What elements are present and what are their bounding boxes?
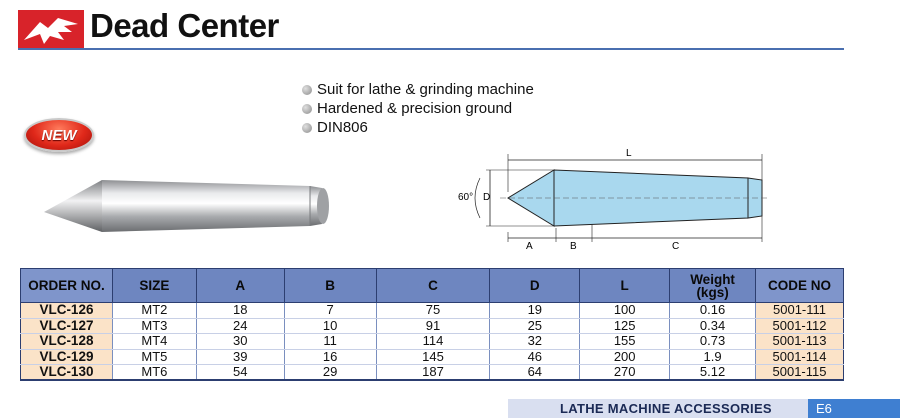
cell-b: 16 bbox=[284, 349, 377, 366]
cell-c: 187 bbox=[376, 364, 491, 382]
dim-L-label: L bbox=[626, 148, 632, 159]
bullet-icon bbox=[302, 84, 312, 95]
col-order: ORDER NO. bbox=[20, 268, 113, 303]
cell-d: 25 bbox=[489, 318, 581, 335]
dimension-diagram: L D 60° A B C bbox=[458, 148, 770, 250]
dim-D-label: D bbox=[483, 192, 490, 203]
cell-size: MT5 bbox=[112, 349, 197, 366]
feature-text: DIN806 bbox=[317, 119, 368, 136]
cell-a: 18 bbox=[196, 302, 285, 319]
cell-a: 24 bbox=[196, 318, 285, 335]
cell-order: VLC-126 bbox=[20, 302, 113, 319]
feature-item: Hardened & precision ground bbox=[302, 99, 534, 118]
table-row: VLC-126 MT2 18 7 75 19 100 0.16 5001-111 bbox=[20, 302, 844, 319]
cell-c: 114 bbox=[376, 333, 491, 350]
cell-weight: 0.73 bbox=[669, 333, 757, 350]
cell-order: VLC-128 bbox=[20, 333, 113, 350]
cell-size: MT2 bbox=[112, 302, 197, 319]
brand-logo bbox=[18, 10, 84, 50]
cell-size: MT4 bbox=[112, 333, 197, 350]
col-c: C bbox=[375, 268, 491, 303]
cell-a: 39 bbox=[196, 349, 285, 366]
cell-weight: 5.12 bbox=[669, 364, 757, 382]
feature-item: Suit for lathe & grinding machine bbox=[302, 80, 534, 99]
page-title: Dead Center bbox=[90, 7, 279, 44]
cell-order: VLC-129 bbox=[20, 349, 113, 366]
col-size: SIZE bbox=[111, 268, 197, 303]
cell-b: 7 bbox=[284, 302, 377, 319]
col-code: CODE NO bbox=[755, 268, 844, 303]
cell-d: 46 bbox=[489, 349, 581, 366]
cell-c: 75 bbox=[376, 302, 491, 319]
new-badge: NEW bbox=[24, 118, 94, 152]
col-d: D bbox=[489, 268, 581, 303]
cell-c: 145 bbox=[376, 349, 491, 366]
cell-weight: 1.9 bbox=[669, 349, 757, 366]
spec-table: ORDER NO. SIZE A B C D L Weight (kgs) CO… bbox=[20, 268, 844, 382]
cell-l: 270 bbox=[579, 364, 671, 382]
bullet-icon bbox=[302, 103, 312, 114]
new-badge-label: NEW bbox=[41, 126, 77, 144]
cell-weight: 0.16 bbox=[669, 302, 757, 319]
footer-section-title: LATHE MACHINE ACCESSORIES bbox=[560, 401, 772, 416]
cell-l: 100 bbox=[579, 302, 671, 319]
footer-page-number: E6 bbox=[808, 399, 900, 418]
angle-label: 60° bbox=[458, 192, 473, 203]
title-divider bbox=[18, 48, 844, 50]
cell-b: 10 bbox=[284, 318, 377, 335]
eagle-logo-icon bbox=[24, 18, 78, 44]
cell-b: 29 bbox=[284, 364, 377, 382]
dead-center-product-image bbox=[44, 180, 329, 232]
table-row: VLC-130 MT6 54 29 187 64 270 5.12 5001-1… bbox=[20, 364, 844, 382]
cell-size: MT3 bbox=[112, 318, 197, 335]
cell-d: 64 bbox=[489, 364, 581, 382]
cell-code: 5001-113 bbox=[755, 333, 844, 350]
feature-list: Suit for lathe & grinding machine Harden… bbox=[302, 80, 534, 137]
cell-size: MT6 bbox=[112, 364, 197, 382]
dim-B-label: B bbox=[570, 241, 577, 250]
cell-b: 11 bbox=[284, 333, 377, 350]
cell-weight: 0.34 bbox=[669, 318, 757, 335]
table-row: VLC-128 MT4 30 11 114 32 155 0.73 5001-1… bbox=[20, 333, 844, 350]
cell-code: 5001-114 bbox=[755, 349, 844, 366]
col-weight-title: Weight bbox=[690, 271, 735, 287]
cell-l: 155 bbox=[579, 333, 671, 350]
cell-l: 125 bbox=[579, 318, 671, 335]
cell-c: 91 bbox=[376, 318, 491, 335]
dim-C-label: C bbox=[672, 241, 679, 250]
cell-a: 54 bbox=[196, 364, 285, 382]
cell-code: 5001-111 bbox=[755, 302, 844, 319]
cell-d: 32 bbox=[489, 333, 581, 350]
feature-text: Suit for lathe & grinding machine bbox=[317, 81, 534, 98]
col-a: A bbox=[195, 268, 285, 303]
table-row: VLC-127 MT3 24 10 91 25 125 0.34 5001-11… bbox=[20, 318, 844, 335]
cell-code: 5001-115 bbox=[755, 364, 844, 382]
feature-item: DIN806 bbox=[302, 118, 534, 137]
cell-code: 5001-112 bbox=[755, 318, 844, 335]
cell-order: VLC-130 bbox=[20, 364, 113, 382]
col-b: B bbox=[283, 268, 377, 303]
bullet-icon bbox=[302, 122, 312, 133]
cell-order: VLC-127 bbox=[20, 318, 113, 335]
cell-d: 19 bbox=[489, 302, 581, 319]
footer-band bbox=[508, 399, 900, 418]
feature-text: Hardened & precision ground bbox=[317, 100, 513, 117]
col-weight: Weight (kgs) bbox=[669, 268, 757, 303]
col-l: L bbox=[579, 268, 671, 303]
cell-a: 30 bbox=[196, 333, 285, 350]
table-header-row: ORDER NO. SIZE A B C D L Weight (kgs) CO… bbox=[20, 268, 844, 303]
table-row: VLC-129 MT5 39 16 145 46 200 1.9 5001-11… bbox=[20, 349, 844, 366]
col-weight-unit: (kgs) bbox=[696, 284, 729, 300]
cell-l: 200 bbox=[579, 349, 671, 366]
dim-A-label: A bbox=[526, 241, 533, 250]
